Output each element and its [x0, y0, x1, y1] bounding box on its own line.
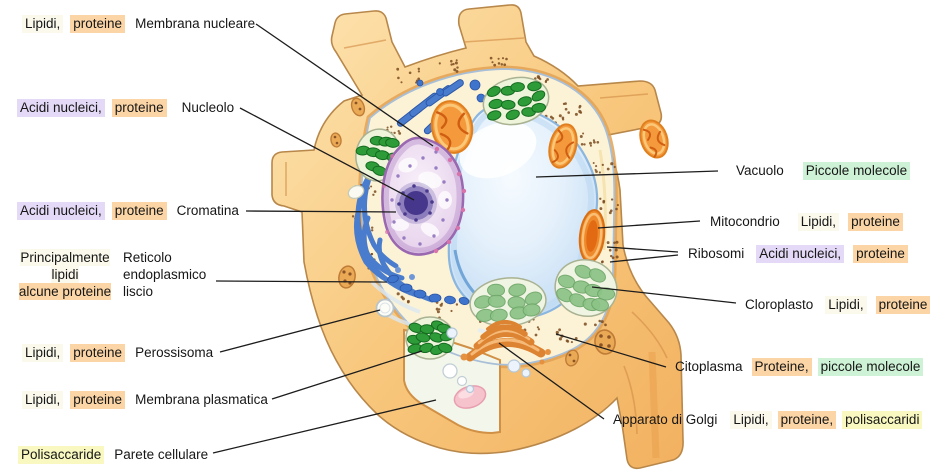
label-cromatina: Acidi nucleici, proteine Cromatina	[17, 202, 242, 220]
label-part: Acidi nucleici,	[756, 245, 845, 263]
leader-mitocondrio	[597, 220, 701, 229]
label-part: proteine	[848, 213, 903, 231]
label-part: Lipidi,	[825, 296, 867, 314]
label-part: Polisaccaride	[18, 446, 105, 464]
label-part: Lipidi,	[730, 411, 772, 429]
peroxisome	[375, 298, 395, 318]
label-part: Cromatina	[176, 203, 239, 218]
label-part: lipidi	[51, 266, 79, 283]
chloroplast	[482, 76, 550, 126]
label-part: alcune proteine	[18, 283, 112, 300]
small-bubbles	[446, 327, 531, 394]
label-part: Acidi nucleici,	[17, 99, 105, 117]
leader-cloroplasto	[591, 286, 737, 304]
label-reticolo-endoplasmico: Principalmente lipidi alcune proteine Re…	[15, 249, 206, 300]
mitochondrion	[430, 100, 474, 154]
label-part: Membrana plasmatica	[135, 392, 268, 407]
nucleus	[381, 136, 467, 256]
label-part: Nucleolo	[181, 100, 235, 115]
cell-wall-arm-shade	[648, 351, 660, 459]
nucleolus	[395, 182, 437, 224]
leader-nucleolo	[239, 107, 415, 201]
label-parete-cellulare: Polisaccaride Parete cellulare	[18, 446, 211, 464]
label-membrana-nucleare: Lipidi, proteine Membrana nucleare	[22, 15, 258, 33]
label-part: Principalmente	[20, 249, 110, 266]
label-cloroplasto: Cloroplasto Lipidi, proteine	[742, 296, 931, 314]
mitochondrion	[639, 119, 669, 159]
label-perossisoma: Lipidi, proteine Perossisoma	[22, 344, 216, 362]
label-citoplasma: Citoplasma Proteine, piccole molecole	[672, 358, 924, 376]
chloroplast	[469, 277, 547, 327]
label-part: Lipidi,	[797, 213, 840, 231]
label-part: Lipidi,	[22, 344, 64, 362]
label-ribosomi: Ribosomi Acidi nucleici, proteine	[685, 245, 908, 263]
label-part: proteine	[70, 15, 126, 33]
label-part: proteine	[853, 245, 908, 263]
leader-citoplasma	[555, 333, 667, 368]
pit	[565, 349, 579, 367]
label-part: Cloroplasto	[745, 297, 814, 312]
label-mitocondrio: Mitocondrio Lipidi, proteine	[707, 213, 903, 231]
label-part: Lipidi,	[22, 391, 64, 409]
pit	[330, 132, 342, 148]
label-part: liscio	[123, 284, 154, 299]
smooth-er-vesicles	[387, 79, 486, 306]
label-apparato-di-golgi: Apparato di Golgi Lipidi, proteine, poli…	[610, 411, 923, 429]
chromatin-speckles	[390, 150, 449, 246]
label-composition: Principalmente lipidi alcune proteine	[15, 249, 115, 300]
golgi-apparatus	[460, 320, 551, 365]
label-membrana-plasmatica: Lipidi, proteine Membrana plasmatica	[22, 391, 271, 409]
label-part: proteine	[70, 344, 126, 362]
label-part: Reticolo	[123, 250, 172, 265]
leader-lines	[212, 23, 737, 454]
pit	[594, 329, 616, 355]
label-part: Membrana nucleare	[135, 16, 256, 31]
leader-membrana-plasmatica	[271, 350, 423, 400]
label-part: Mitocondrio	[710, 214, 780, 229]
label-part: piccole molecole	[817, 358, 924, 376]
label-part: Lipidi,	[22, 15, 64, 33]
nuclear-pores	[382, 146, 467, 254]
label-part: proteine	[70, 391, 126, 409]
label-part: proteine	[875, 296, 931, 314]
label-name: Reticolo endoplasmico liscio	[123, 249, 206, 300]
leader-perossisoma	[219, 309, 381, 353]
leader-cromatina	[245, 210, 397, 213]
label-part: polisaccaridi	[842, 411, 923, 429]
chloroplast	[554, 259, 618, 317]
label-part: Vacuolo	[736, 163, 784, 178]
label-vacuolo: Vacuolo Piccole molecole	[733, 162, 911, 180]
pit	[350, 97, 366, 117]
label-part: Piccole molecole	[802, 162, 911, 180]
label-part: Proteine,	[751, 358, 812, 376]
wall-pits	[330, 97, 616, 367]
white-vesicle	[347, 184, 365, 200]
leader-ribosomi-2	[609, 254, 679, 263]
leader-membrana-nucleare	[255, 23, 434, 147]
label-part: Parete cellulare	[114, 447, 209, 462]
mitochondrion	[548, 123, 578, 169]
chloroplast	[405, 316, 455, 360]
label-part: proteine,	[777, 411, 837, 429]
label-part: proteine	[111, 202, 167, 220]
label-nucleolo: Acidi nucleici, proteine Nucleolo	[17, 99, 237, 117]
leader-apparato-golgi	[498, 342, 605, 420]
vacuole-highlight	[459, 121, 537, 179]
label-part: Ribosomi	[688, 246, 745, 261]
label-part: Apparato di Golgi	[613, 412, 718, 427]
leader-parete-cellulare	[212, 399, 437, 454]
leader-vacuolo	[535, 170, 719, 178]
cutaway-bubble	[442, 363, 458, 379]
leader-reticolo	[215, 280, 388, 283]
cell-wall-creases	[285, 37, 668, 435]
nucleus-mottling	[391, 157, 452, 238]
leader-ribosomi-1	[606, 246, 679, 253]
label-part: Citoplasma	[675, 359, 743, 374]
label-part: Perossisoma	[135, 345, 214, 360]
label-part: Acidi nucleici,	[17, 202, 105, 220]
cutaway-bubble	[456, 375, 468, 387]
label-part: proteine	[111, 99, 167, 117]
label-part: endoplasmico	[123, 267, 207, 282]
